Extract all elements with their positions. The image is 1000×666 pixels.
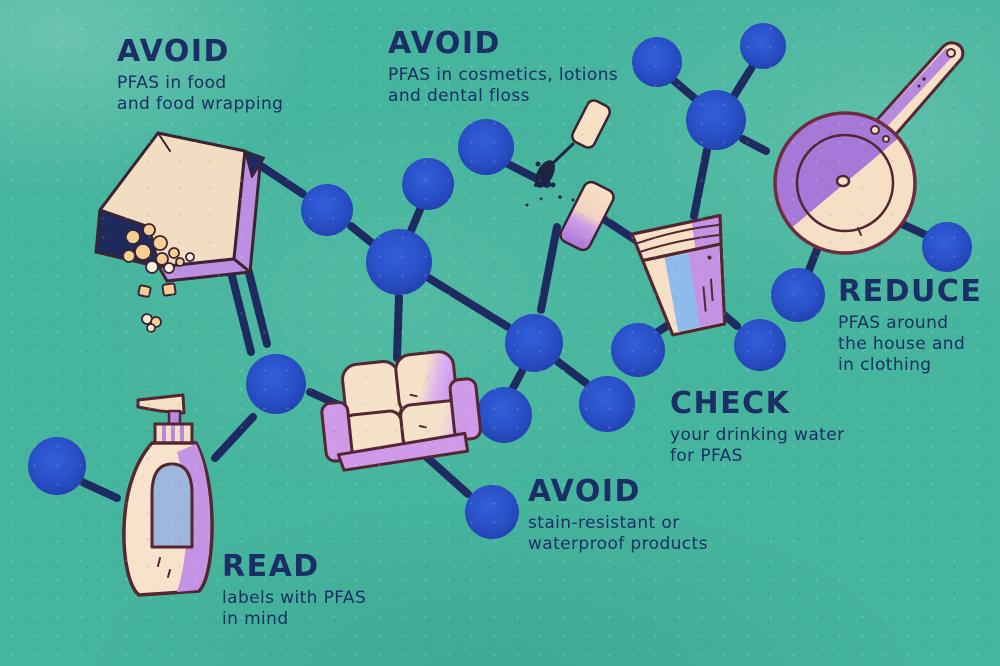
molecule-node (301, 184, 353, 236)
molecule-bond (668, 75, 703, 106)
label-line: in clothing (838, 355, 932, 375)
label-line: stain-resistant or (528, 512, 680, 533)
molecule-node (476, 387, 532, 443)
molecule-nodes (28, 23, 972, 539)
label-check-water-heading: CHECK (670, 386, 791, 421)
mascara-icon (525, 99, 615, 252)
label-line: PFAS in food (117, 72, 227, 93)
sofa-icon (320, 350, 482, 472)
frying-pan-icon (773, 41, 965, 255)
molecule-node (611, 323, 665, 377)
molecule-bond (211, 413, 257, 462)
label-line: for PFAS (670, 445, 743, 466)
label-read-labels: READ labels with PFAS in mind (222, 551, 366, 630)
molecule-bond (347, 222, 376, 247)
cup-icon (630, 213, 727, 337)
label-line: the house and (838, 333, 966, 354)
label-avoid-food: AVOID PFAS in food and food wrapping (117, 36, 283, 115)
molecule-bond (417, 448, 472, 498)
molecule-bond (730, 63, 756, 100)
molecule-node (28, 437, 86, 495)
molecule-bond (537, 223, 561, 314)
lotion-bottle-icon (122, 393, 214, 597)
molecule-bond (739, 135, 770, 155)
molecule-node (402, 158, 454, 210)
label-avoid-stain-heading: AVOID (528, 474, 641, 509)
label-line: in mind (222, 608, 289, 629)
molecule-bond (423, 273, 512, 331)
molecule-bond (407, 203, 425, 235)
molecule-bond (898, 220, 932, 240)
molecule-node (505, 314, 563, 372)
molecule-node (740, 23, 786, 69)
label-line: PFAS around (838, 312, 949, 333)
label-reduce-house-heading: REDUCE (838, 274, 983, 309)
label-avoid-cosmetics: AVOID PFAS in cosmetics, lotions and den… (388, 28, 618, 107)
label-read-labels-heading: READ (222, 549, 320, 584)
label-line: and food wrapping (117, 93, 284, 114)
molecule-bond (508, 367, 526, 394)
label-line: and dental floss (388, 85, 530, 106)
label-avoid-cosmetics-heading: AVOID (388, 26, 501, 61)
molecule-node (771, 268, 825, 322)
molecule-bond (690, 146, 711, 220)
molecule-bond (76, 477, 121, 502)
label-reduce-house: REDUCE PFAS around the house and in clot… (838, 276, 982, 376)
label-line: labels with PFAS (222, 587, 367, 608)
molecule-node (686, 90, 746, 150)
molecule-bond (393, 292, 403, 362)
molecule-node (366, 229, 432, 295)
molecule-bond (553, 357, 590, 387)
molecule-node (632, 37, 682, 87)
molecule-node (458, 119, 514, 175)
label-line: your drinking water (670, 424, 845, 445)
label-check-water: CHECK your drinking water for PFAS (670, 388, 844, 467)
molecule-node (734, 319, 786, 371)
molecule-node (246, 354, 306, 414)
label-line: PFAS in cosmetics, lotions (388, 64, 619, 85)
molecule-node (922, 222, 972, 272)
molecule-node (579, 376, 635, 432)
label-avoid-stain: AVOID stain-resistant or waterproof prod… (528, 476, 708, 555)
label-line: waterproof products (528, 533, 708, 554)
popcorn-bag-icon (94, 131, 265, 333)
label-avoid-food-heading: AVOID (117, 34, 230, 69)
molecule-node (465, 485, 519, 539)
